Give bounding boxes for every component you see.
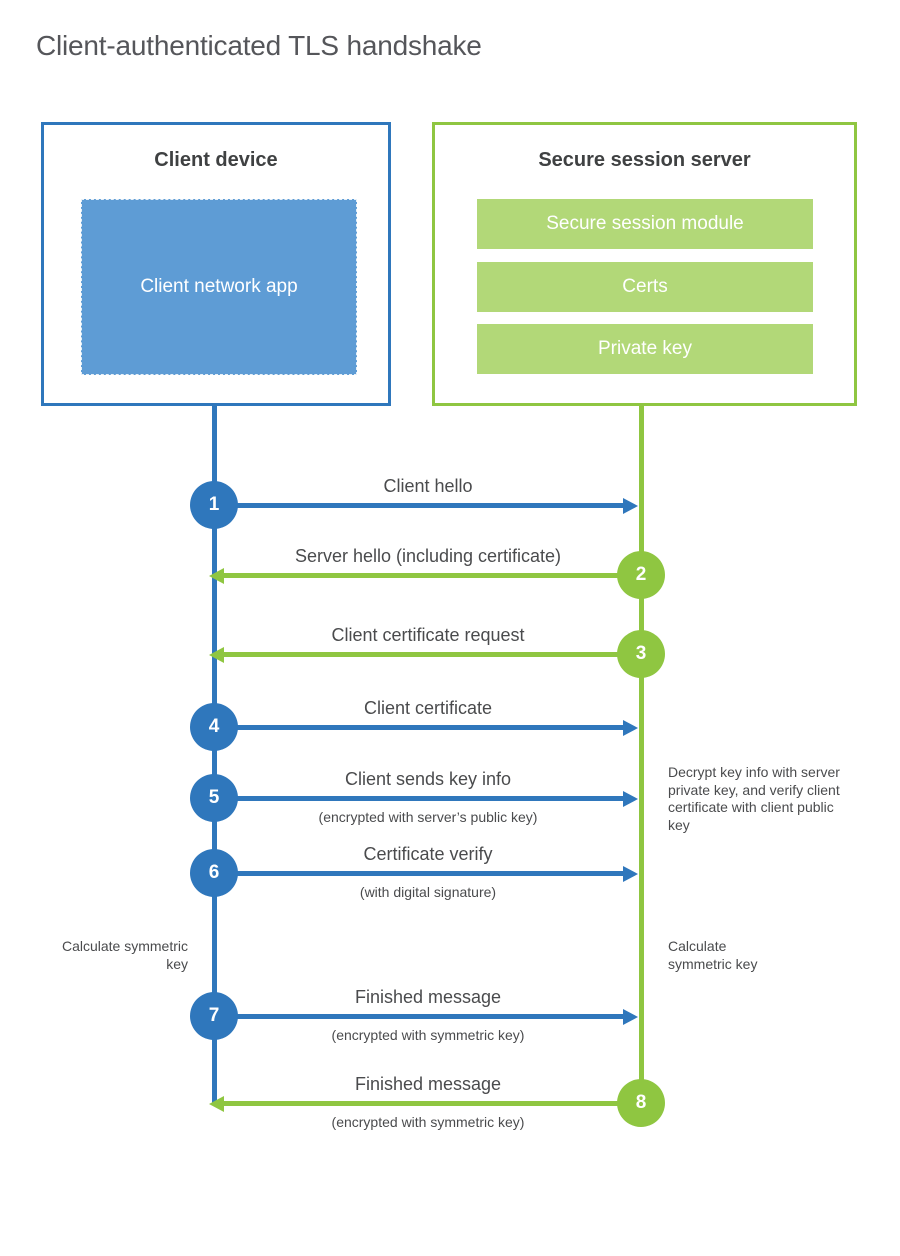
step-3-label: Client certificate request — [331, 625, 525, 645]
server-lifeline — [639, 404, 644, 1105]
secure-session-server-box: Secure session server Secure session mod… — [432, 122, 857, 406]
step-2-label: Server hello (including certificate) — [294, 546, 562, 566]
step-6: Certificate verify (with digital signatu… — [0, 843, 900, 915]
step-8: Finished message (encrypted with symmetr… — [0, 1073, 900, 1145]
step-8-sublabel: (encrypted with symmetric key) — [331, 1114, 525, 1130]
client-network-app-box: Client network app — [81, 199, 357, 375]
step-6-arrow — [214, 871, 623, 876]
step-8-label: Finished message — [354, 1074, 502, 1094]
server-module-certs: Certs — [477, 262, 813, 312]
step-5-arrow — [214, 796, 623, 801]
step-8-number-badge: 8 — [617, 1079, 665, 1127]
note-calculate-symmetric-key-server: Calculate symmetric key — [668, 938, 758, 972]
note-decrypt-key-info: Decrypt key info with server private key… — [668, 764, 840, 833]
step-6-sublabel: (with digital signature) — [359, 884, 497, 900]
client-lifeline — [212, 404, 217, 1105]
step-3-arrowhead-icon — [209, 647, 224, 663]
step-5-number-badge: 5 — [190, 774, 238, 822]
client-network-app-label: Client network app — [140, 276, 298, 297]
step-7-number-badge: 7 — [190, 992, 238, 1040]
step-6-label: Certificate verify — [363, 844, 493, 864]
server-module-secure-session: Secure session module — [477, 199, 813, 249]
step-3: Client certificate request 3 — [0, 624, 900, 696]
step-1-arrow — [214, 503, 623, 508]
step-1-arrowhead-icon — [623, 498, 638, 514]
step-7-arrow — [214, 1014, 623, 1019]
step-4-label: Client certificate — [363, 698, 493, 718]
step-1-label: Client hello — [383, 476, 473, 496]
client-device-title: Client device — [154, 149, 278, 171]
step-4-arrow — [214, 725, 623, 730]
step-7-sublabel: (encrypted with symmetric key) — [331, 1027, 525, 1043]
step-8-arrowhead-icon — [209, 1096, 224, 1112]
step-4: Client certificate 4 — [0, 697, 900, 769]
client-device-box: Client device Client network app — [41, 122, 391, 406]
step-3-arrow — [224, 652, 641, 657]
step-4-number-badge: 4 — [190, 703, 238, 751]
step-2: Server hello (including certificate) 2 — [0, 545, 900, 617]
step-1: Client hello 1 — [0, 475, 900, 547]
step-5-sublabel: (encrypted with server’s public key) — [318, 809, 538, 825]
step-2-arrowhead-icon — [209, 568, 224, 584]
step-5-label: Client sends key info — [344, 769, 512, 789]
step-2-number-badge: 2 — [617, 551, 665, 599]
step-6-number-badge: 6 — [190, 849, 238, 897]
page-title: Client-authenticated TLS handshake — [36, 30, 482, 61]
step-8-arrow — [224, 1101, 641, 1106]
step-3-number-badge: 3 — [617, 630, 665, 678]
server-module-private-key: Private key — [477, 324, 813, 374]
step-7-label: Finished message — [354, 987, 502, 1007]
step-7-arrowhead-icon — [623, 1009, 638, 1025]
secure-session-server-title: Secure session server — [538, 149, 751, 171]
step-1-number-badge: 1 — [190, 481, 238, 529]
step-2-arrow — [224, 573, 641, 578]
step-5: Client sends key info (encrypted with se… — [0, 768, 900, 840]
step-4-arrowhead-icon — [623, 720, 638, 736]
step-5-arrowhead-icon — [623, 791, 638, 807]
note-calculate-symmetric-key-client: Calculate symmetric key — [61, 938, 188, 972]
step-7: Finished message (encrypted with symmetr… — [0, 986, 900, 1058]
step-6-arrowhead-icon — [623, 866, 638, 882]
